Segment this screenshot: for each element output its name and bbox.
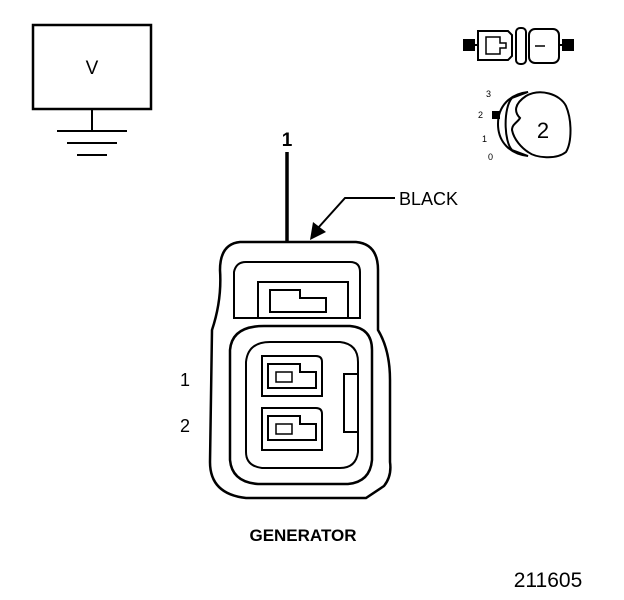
selector-setting: 2 xyxy=(537,118,549,143)
connector-fuse-icon xyxy=(463,27,574,65)
wire-color-leader xyxy=(310,197,395,240)
terminal-cavity-1 xyxy=(261,355,323,397)
selector-scale-0: 0 xyxy=(488,152,493,162)
ground-icon xyxy=(57,109,127,156)
selector-scale-1: 1 xyxy=(482,134,487,144)
terminal-cavity-2 xyxy=(261,407,323,451)
terminal-label-2: 2 xyxy=(180,416,190,436)
wire-color-label: BLACK xyxy=(399,189,458,209)
voltmeter-symbol: V xyxy=(31,23,153,156)
generator-connector xyxy=(208,240,392,500)
selector-scale-3: 3 xyxy=(486,89,491,99)
figure-number: 211605 xyxy=(514,569,583,592)
terminal-label-1: 1 xyxy=(180,370,190,390)
voltmeter-label: V xyxy=(86,58,99,79)
probe-pin-label: 1 xyxy=(282,130,293,151)
connector-name: GENERATOR xyxy=(249,526,356,545)
selector-scale-2: 2 xyxy=(478,110,483,120)
selector-knob-icon: 3 2 1 0 2 xyxy=(478,89,572,162)
